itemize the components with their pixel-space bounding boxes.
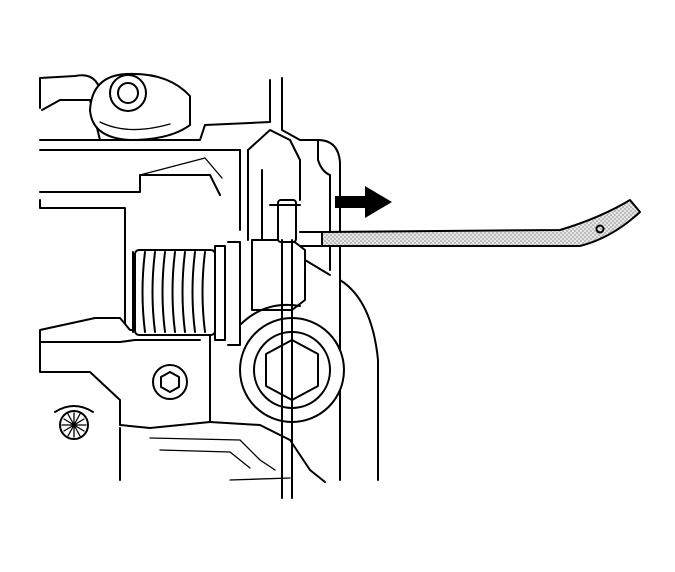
pry-tool [299,199,641,247]
lower-bracket [39,317,326,483]
right-arrow-icon [335,186,392,218]
coil-spring [132,241,241,346]
pin-icon [277,199,297,243]
actuator-rod [281,239,293,499]
upper-pulley [89,72,191,141]
hex-bolt-icon [152,364,188,400]
ribbed-knob-icon [59,410,89,440]
